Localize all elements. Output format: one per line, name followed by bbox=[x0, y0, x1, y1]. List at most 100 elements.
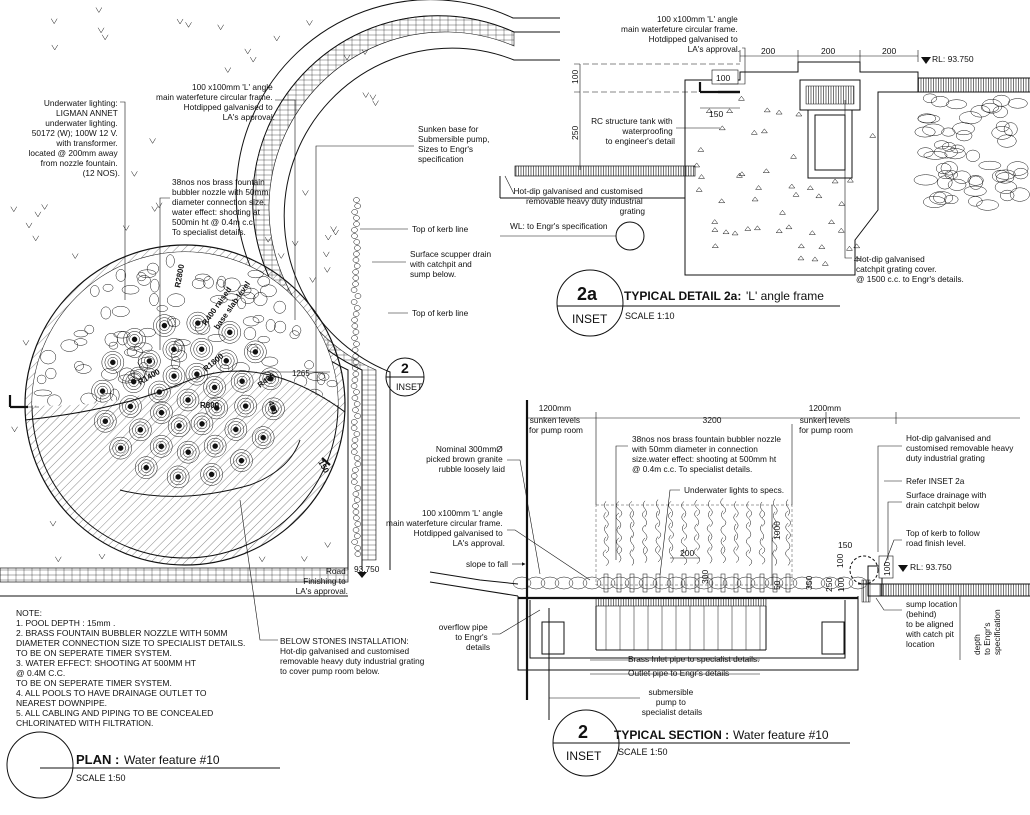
fountain-nozzle-icon bbox=[91, 379, 114, 403]
path-stone bbox=[351, 335, 358, 341]
grass-mark bbox=[22, 340, 30, 346]
detail-rl: RL: 93.750 bbox=[932, 54, 974, 64]
svg-text:Sunken base for Submer: Sunken base for Submersible pump, Sizes … bbox=[418, 124, 492, 164]
grass-mark bbox=[330, 226, 337, 232]
section-label-nozzle: 38nos nos brass fountain bubbler nozzle … bbox=[615, 434, 781, 560]
ground-stone bbox=[995, 169, 1016, 180]
section-dim-300: 300 bbox=[700, 570, 710, 584]
aggregate-mark bbox=[718, 198, 726, 204]
fountain-jet bbox=[745, 501, 753, 593]
dim-1265: 1265 bbox=[292, 369, 310, 378]
fountain-jet bbox=[602, 501, 610, 593]
grass-symbols bbox=[10, 7, 379, 563]
svg-text:1200mm sunken levels: 1200mm sunken levels for pump room bbox=[799, 403, 853, 435]
stone bbox=[137, 357, 156, 368]
stone bbox=[203, 276, 214, 289]
path-stone bbox=[352, 527, 360, 533]
ground-stone bbox=[933, 146, 958, 159]
plan-label-road: Road Finishing to LA's approval. 93.750 bbox=[296, 564, 380, 596]
ground-stone bbox=[1013, 167, 1029, 180]
ground-stone bbox=[923, 195, 947, 208]
fountain-nozzle-icon bbox=[166, 465, 190, 489]
grass-mark bbox=[151, 206, 158, 212]
path-stone bbox=[353, 263, 361, 269]
path-stone bbox=[350, 473, 358, 479]
detail-label-angle: 100 x100mm 'L' angle main waterfeture ci… bbox=[621, 14, 746, 85]
path-stone bbox=[352, 281, 359, 287]
path-stone bbox=[354, 521, 362, 527]
fountain-jet bbox=[733, 501, 740, 593]
path-stone bbox=[352, 503, 359, 509]
path-stone bbox=[351, 209, 358, 215]
path-stone bbox=[351, 377, 359, 383]
aggregate-mark bbox=[695, 186, 703, 192]
path-stone bbox=[351, 437, 359, 443]
plan-view: R2800 R400 raised base slab level R1400 … bbox=[0, 0, 560, 799]
grass-mark bbox=[155, 202, 163, 209]
fountain-nozzle-icon bbox=[185, 362, 209, 386]
ground-stone bbox=[965, 149, 980, 162]
rubble-stone bbox=[568, 576, 588, 590]
aggregate-mark bbox=[735, 172, 743, 178]
plan-scale: SCALE 1:50 bbox=[76, 773, 126, 783]
section-dimensions: 1200mm sunken levels for pump room 3200 … bbox=[526, 403, 1020, 592]
aggregate-mark bbox=[788, 183, 796, 189]
aggregate-mark bbox=[711, 243, 719, 248]
detail-ground-stones bbox=[913, 93, 1030, 211]
stone bbox=[119, 367, 135, 382]
section-dim-1200a: 1200mm bbox=[539, 403, 571, 413]
detail-scale: SCALE 1:10 bbox=[625, 311, 675, 321]
path-stone bbox=[352, 407, 359, 413]
plan-label-kerb-2: Top of kerb line bbox=[388, 308, 469, 318]
rubble-stone bbox=[596, 576, 616, 590]
fountain-nozzle-icon bbox=[259, 367, 282, 391]
path-stone bbox=[351, 395, 359, 401]
ground-stone bbox=[963, 185, 987, 197]
ground-stone bbox=[978, 160, 1002, 170]
rubble-stone bbox=[652, 576, 672, 590]
fountain-nozzle-icon bbox=[224, 418, 248, 441]
rubble-stone bbox=[764, 576, 784, 590]
section-label-refer: Refer INSET 2a bbox=[884, 476, 965, 486]
stone bbox=[261, 356, 279, 367]
grass-mark bbox=[324, 542, 331, 548]
section-label-rubble: Nominal 300mmØ picked brown granite rubb… bbox=[426, 444, 541, 575]
stone bbox=[222, 277, 241, 292]
rubble-stone bbox=[792, 576, 812, 590]
fountain-nozzle-icon bbox=[162, 338, 186, 361]
fountain-jet bbox=[655, 499, 662, 593]
grass-mark bbox=[50, 18, 58, 25]
aggregate-mark bbox=[744, 226, 752, 231]
fountain-nozzle-icon bbox=[129, 418, 152, 442]
grass-mark bbox=[34, 211, 42, 218]
svg-text:BELOW STONES INSTALLATION:: BELOW STONES INSTALLATION: Hot-dip galva… bbox=[280, 636, 427, 676]
fountain-nozzle-icon bbox=[200, 463, 223, 486]
section-dim-50: 50 bbox=[772, 580, 782, 590]
stone bbox=[207, 334, 226, 342]
grass-mark bbox=[369, 94, 377, 101]
aggregate-mark bbox=[698, 174, 706, 179]
stone bbox=[274, 320, 287, 334]
detail-dim-200a: 200 bbox=[761, 46, 775, 56]
stone bbox=[257, 336, 270, 344]
ground-stone bbox=[934, 140, 950, 150]
stone bbox=[165, 254, 175, 268]
fountain-nozzles bbox=[91, 311, 285, 489]
ground-stone bbox=[946, 99, 967, 110]
section-dim-1200b: 1200mm bbox=[809, 403, 841, 413]
rubble-stone bbox=[834, 576, 854, 590]
ground-stone bbox=[994, 180, 1017, 194]
stone bbox=[149, 293, 159, 306]
path-stone bbox=[353, 239, 361, 245]
stone bbox=[134, 342, 153, 353]
section-inset: INSET bbox=[566, 749, 602, 763]
grass-mark bbox=[372, 100, 379, 107]
aggregate-mark bbox=[815, 193, 823, 199]
fountain-nozzle-icon bbox=[205, 396, 228, 420]
svg-text:overflow pipe to Engr': overflow pipe to Engr's details bbox=[439, 622, 490, 652]
svg-text:Surface drainage with: Surface drainage with drain catchpit bel… bbox=[906, 490, 989, 510]
section-2-view: 1200mm sunken levels for pump room 3200 … bbox=[386, 400, 1030, 777]
path-stone bbox=[354, 545, 361, 551]
path-stone bbox=[351, 323, 359, 329]
stone bbox=[130, 366, 146, 379]
